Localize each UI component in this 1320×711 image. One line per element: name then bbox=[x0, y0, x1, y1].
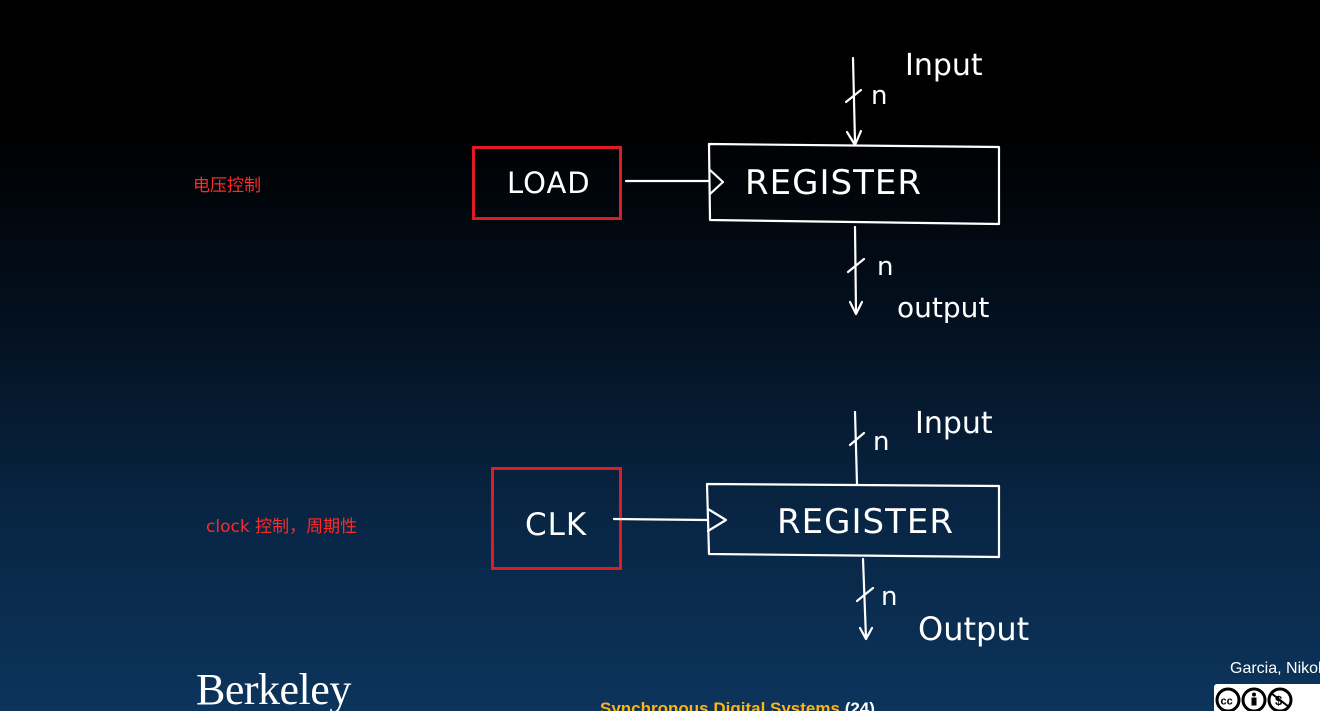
bottom-clk-label: CLK bbox=[525, 507, 587, 543]
creative-commons-badge: cc $ bbox=[1214, 684, 1320, 711]
top-input-label: Input bbox=[905, 48, 983, 83]
load-highlight-box bbox=[472, 146, 622, 220]
top-output-width: n bbox=[877, 252, 893, 282]
top-output-label: output bbox=[897, 291, 989, 324]
slide-title: Synchronous Digital Systems bbox=[600, 699, 840, 711]
bottom-output-bus-slash bbox=[855, 586, 875, 603]
top-output-line bbox=[853, 225, 858, 314]
top-input-width: n bbox=[871, 81, 887, 111]
top-input-line bbox=[851, 56, 857, 144]
bottom-input-line bbox=[853, 410, 859, 486]
attribution-icon bbox=[1241, 687, 1267, 711]
bottom-input-width: n bbox=[873, 427, 889, 457]
svg-text:cc: cc bbox=[1221, 696, 1233, 708]
bottom-input-label: Input bbox=[915, 406, 993, 441]
cc-icon bbox=[1215, 687, 1241, 711]
svg-text:$: $ bbox=[1275, 693, 1283, 708]
author-credit: Garcia, Nikolić bbox=[1230, 660, 1320, 677]
top-register-label: REGISTER bbox=[745, 163, 922, 203]
bottom-output-arrowhead bbox=[858, 626, 874, 641]
top-input-bus-slash bbox=[844, 88, 863, 104]
top-clock-triangle bbox=[708, 168, 725, 196]
bottom-output-line bbox=[861, 557, 868, 640]
top-register-diagram: n Input REGISTER LOAD n output bbox=[507, 48, 1001, 324]
top-load-label: LOAD bbox=[507, 166, 591, 200]
slide-number: (24) bbox=[844, 699, 875, 711]
bottom-input-bus-slash bbox=[848, 431, 866, 447]
top-output-bus-slash bbox=[846, 257, 866, 274]
bottom-output-label: Output bbox=[918, 610, 1029, 648]
berkeley-logo: Berkeley bbox=[196, 665, 351, 711]
noncommercial-icon bbox=[1267, 687, 1293, 711]
bottom-clk-wire bbox=[612, 517, 709, 522]
bottom-register-diagram: n Input REGISTER CLK n Output bbox=[525, 406, 1029, 648]
bottom-register-label: REGISTER bbox=[777, 502, 954, 542]
bottom-clock-triangle bbox=[706, 507, 728, 533]
creative-commons-icon: cc $ bbox=[1215, 687, 1293, 711]
slide-footer-title: Synchronous Digital Systems (24) bbox=[600, 699, 875, 711]
annotation-voltage-control: 电压控制 bbox=[193, 176, 261, 196]
bottom-output-width: n bbox=[881, 582, 897, 612]
top-output-arrowhead bbox=[848, 300, 864, 316]
annotation-clock-control: clock 控制，周期性 bbox=[206, 517, 358, 537]
